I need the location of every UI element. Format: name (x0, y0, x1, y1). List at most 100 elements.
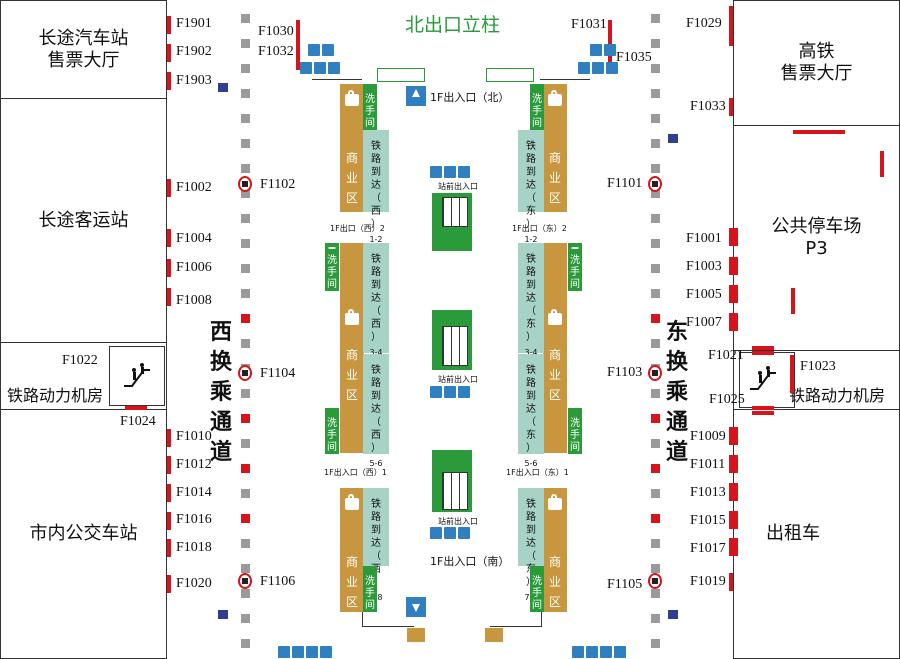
long-bus-ticket-hall[interactable]: 长途汽车站 售票大厅 (0, 0, 167, 99)
door-label[interactable]: F1023 (800, 359, 836, 374)
rail-arrival-west-7-8[interactable]: 铁 路 到 达 （ 西 ）7-8 (363, 488, 389, 602)
door-label[interactable]: F1009 (690, 429, 726, 444)
south-exit-label[interactable]: 1F出入口（南） (430, 555, 510, 568)
north-exit-icon[interactable] (405, 85, 427, 107)
door-marker (729, 538, 738, 556)
washroom-west-4[interactable]: 洗 手 间 (363, 566, 377, 612)
door-label[interactable]: F1006 (176, 260, 212, 275)
public-parking-p3[interactable]: 公共停车场 P3 (733, 125, 900, 351)
door-label[interactable]: F1012 (176, 457, 212, 472)
hall-outline (541, 612, 542, 626)
stairway-north[interactable] (432, 193, 472, 251)
door-label[interactable]: F1030 (258, 24, 294, 39)
elevator-icon[interactable] (648, 365, 662, 381)
south-exit-icon[interactable] (405, 596, 427, 618)
column-marker (651, 464, 660, 473)
door-label[interactable]: F1033 (690, 99, 726, 114)
rail-arrival-west-3-4[interactable]: 铁 路 到 达 （ 西 ）3-4 (363, 243, 389, 357)
door-label[interactable]: F1004 (176, 231, 212, 246)
column-marker (651, 214, 660, 223)
north-exit-label[interactable]: 1F出入口（北） (430, 91, 510, 104)
elevator-icon[interactable] (648, 573, 662, 589)
rail-arrival-west-1-2[interactable]: 铁 路 到 达 （ 西 ）1-2 (363, 130, 389, 244)
stairway-south[interactable] (432, 450, 472, 512)
door-label[interactable]: F1018 (176, 540, 212, 555)
door-label[interactable]: F1029 (686, 16, 722, 31)
column-marker (651, 489, 660, 498)
door-label[interactable]: F1015 (690, 513, 726, 528)
door-label[interactable]: F1003 (686, 259, 722, 274)
washroom-west-1[interactable]: 洗 手 间 (363, 84, 377, 130)
door-label[interactable]: F1025 (709, 392, 745, 407)
commerce-zone-west-2[interactable]: 商 业 区 (340, 243, 364, 453)
elevator-label[interactable]: F1103 (607, 365, 643, 380)
accessibility-icon (218, 610, 228, 619)
elevator-icon[interactable] (648, 176, 662, 192)
door-label[interactable]: F1017 (690, 541, 726, 556)
hsr-ticket-hall[interactable]: 高铁 售票大厅 (733, 0, 900, 126)
elevator-icon[interactable] (238, 176, 252, 192)
washroom-east-4[interactable]: 洗 手 间 (530, 566, 544, 612)
door-label[interactable]: F1013 (690, 485, 726, 500)
commerce-zone-east-1[interactable]: 商 业 区 (543, 84, 567, 212)
door-label[interactable]: F1014 (176, 485, 212, 500)
commerce-zone-west-1[interactable]: 商 业 区 (340, 84, 364, 212)
elevator-label[interactable]: F1106 (260, 574, 296, 589)
elevator-label[interactable]: F1104 (260, 366, 296, 381)
door-label[interactable]: F1011 (690, 457, 726, 472)
washroom-east-3[interactable]: 洗 手 间 (568, 408, 582, 454)
door-marker (167, 16, 171, 34)
door-label[interactable]: F1008 (176, 293, 212, 308)
accessibility-icon (668, 134, 678, 143)
column-marker (651, 39, 660, 48)
door-label[interactable]: F1016 (176, 512, 212, 527)
sign-board (377, 68, 425, 82)
door-label[interactable]: F1001 (686, 231, 722, 246)
column-marker (651, 89, 660, 98)
commerce-zone-east-3[interactable]: 商 业 区 (543, 488, 567, 612)
west-exit-1-label[interactable]: 1F出入口（西）1 (324, 468, 387, 477)
door-label[interactable]: F1007 (686, 315, 722, 330)
door-label[interactable]: F1019 (690, 574, 726, 589)
stairway-middle[interactable] (432, 310, 472, 370)
east-exit-1-label[interactable]: 1F出入口（东）1 (506, 468, 569, 477)
column-marker (241, 14, 250, 23)
door-label[interactable]: F1010 (176, 429, 212, 444)
rail-arrival-east-7-8[interactable]: 铁 路 到 达 （ 东 ）7-8 (518, 488, 544, 602)
door-label[interactable]: F1035 (616, 50, 652, 65)
door-label[interactable]: F1903 (176, 73, 212, 88)
rail-arrival-east-5-6[interactable]: 铁 路 到 达 （ 东 ）5-6 (518, 354, 544, 468)
washroom-west-2[interactable]: 洗 手 间 (325, 243, 339, 291)
east-exit-2-label[interactable]: 1F出口（东）2 (512, 224, 567, 233)
washroom-east-2[interactable]: 洗 手 间 (568, 243, 582, 291)
column-marker (651, 564, 660, 573)
door-label[interactable]: F1002 (176, 180, 212, 195)
door-label[interactable]: F1902 (176, 44, 212, 59)
door-label[interactable]: F1022 (62, 353, 98, 368)
elevator-label[interactable]: F1101 (607, 176, 643, 191)
door-label[interactable]: F1031 (571, 17, 607, 32)
elevator-label[interactable]: F1102 (260, 177, 296, 192)
door-label[interactable]: F1020 (176, 576, 212, 591)
column-marker (241, 339, 250, 348)
commerce-zone-west-3[interactable]: 商 业 区 (340, 488, 364, 612)
commerce-zone-east-2[interactable]: 商 业 区 (543, 243, 567, 453)
washroom-west-3[interactable]: 洗 手 间 (325, 408, 339, 454)
city-bus-station[interactable]: 市内公交车站 (0, 409, 167, 659)
rail-arrival-west-5-6[interactable]: 铁 路 到 达 （ 西 ）5-6 (363, 354, 389, 468)
washroom-east-1[interactable]: 洗 手 间 (530, 84, 544, 130)
elevator-icon[interactable] (238, 365, 252, 381)
west-exit-2-label[interactable]: 1F出口（西）2 (330, 224, 385, 233)
rail-arrival-east-1-2[interactable]: 铁 路 到 达 （ 东 ）1-2 (518, 130, 544, 244)
long-distance-bus-station[interactable]: 长途客运站 (0, 98, 167, 343)
door-marker (125, 406, 147, 410)
door-label[interactable]: F1021 (708, 348, 744, 363)
rail-arrival-east-3-4[interactable]: 铁 路 到 达 （ 东 ）3-4 (518, 243, 544, 357)
elevator-icon[interactable] (238, 573, 252, 589)
elevator-label[interactable]: F1105 (607, 577, 643, 592)
door-label[interactable]: F1901 (176, 16, 212, 31)
door-label[interactable]: F1005 (686, 287, 722, 302)
door-label[interactable]: F1032 (258, 44, 294, 59)
door-label[interactable]: F1024 (120, 414, 156, 429)
taxi-stand[interactable]: 出租车 (733, 409, 900, 659)
